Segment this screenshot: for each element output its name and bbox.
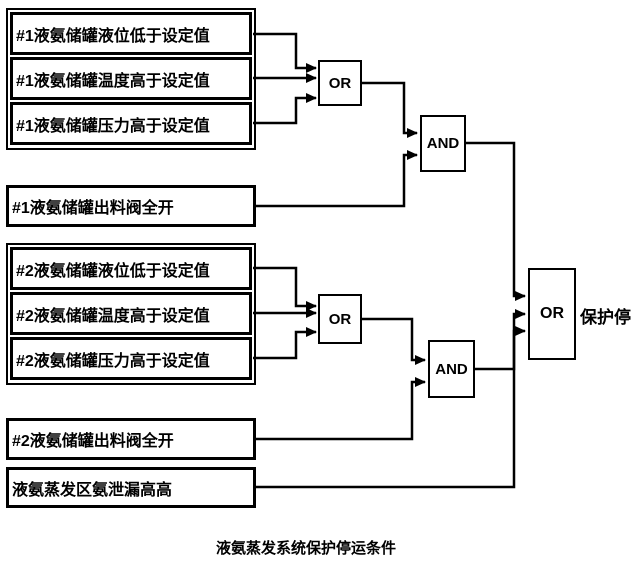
condition-box-ammonia-leak: 液氨蒸发区氨泄漏高高: [6, 467, 256, 508]
output-label: 保护停: [580, 308, 631, 327]
condition-box-tank1-pressure: #1液氨储罐压力高于设定值: [10, 102, 252, 145]
gate-and-tank2: AND: [428, 340, 475, 398]
gate-and-tank1: AND: [420, 115, 466, 172]
condition-box-tank1-temp: #1液氨储罐温度高于设定值: [10, 57, 252, 100]
connector-leak-to-or-final: [253, 309, 526, 489]
gate-or-final: OR: [528, 268, 576, 360]
connector-tank2-press-to-or: [253, 327, 317, 360]
connector-tank1-valve-to-and1: [253, 150, 418, 208]
gate-or-tank1: OR: [318, 60, 362, 106]
condition-box-tank2-pressure: #2液氨储罐压力高于设定值: [10, 337, 252, 380]
condition-box-tank2-level: #2液氨储罐液位低于设定值: [10, 247, 252, 290]
connector-tank2-level-to-or: [253, 266, 317, 311]
connector-tank1-press-to-or: [253, 93, 317, 125]
tank1-conditions-frame: [6, 8, 256, 150]
connector-or1-to-and1: [362, 81, 418, 138]
connector-or2-to-and2: [362, 317, 426, 365]
condition-box-tank1-level: #1液氨储罐液位低于设定值: [10, 12, 252, 55]
condition-box-tank2-temp: #2液氨储罐温度高于设定值: [10, 292, 252, 335]
connector-tank2-valve-to-and2: [253, 377, 426, 441]
connector-and2-to-or-final: [475, 326, 526, 371]
diagram-caption: 液氨蒸发系统保护停运条件: [215, 540, 396, 557]
condition-box-tank1-valve: #1液氨储罐出料阀全开: [6, 185, 256, 227]
connector-and1-to-or-final: [466, 141, 526, 301]
tank2-conditions-frame: [6, 243, 256, 385]
connector-tank1-level-to-or: [253, 32, 317, 73]
gate-or-tank2: OR: [318, 294, 362, 344]
condition-box-tank2-valve: #2液氨储罐出料阀全开: [6, 418, 256, 460]
